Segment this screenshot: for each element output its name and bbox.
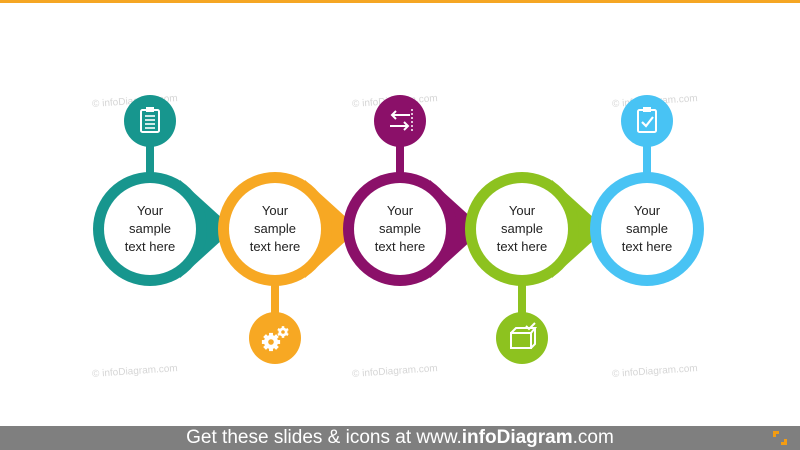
- footer-brand: infoDiagram: [461, 427, 573, 448]
- process-step: [465, 172, 606, 364]
- infodiagram-logo-icon: [773, 431, 787, 445]
- step-inner: [601, 183, 693, 275]
- step-stem: [146, 141, 154, 174]
- step-inner: [229, 183, 321, 275]
- icon-bubble: [124, 95, 176, 147]
- step-stem: [643, 141, 651, 174]
- step-text: Your sample text here: [621, 203, 673, 254]
- step-inner: [354, 183, 446, 275]
- process-step: [343, 95, 484, 286]
- footer-prefix: Get these slides & icons at www.: [186, 427, 462, 448]
- step-text: Your sample text here: [496, 203, 548, 254]
- gears-icon: [261, 326, 289, 352]
- step-text: Your sample text here: [249, 203, 301, 254]
- process-step: [93, 95, 234, 286]
- process-step: [218, 172, 359, 364]
- step-text: Your sample text here: [374, 203, 426, 254]
- step-inner: [104, 183, 196, 275]
- icon-bubble: [496, 312, 548, 364]
- step-stem: [396, 141, 404, 174]
- footer-suffix: .com: [572, 427, 614, 448]
- box-check-icon: [510, 322, 538, 349]
- step-stem: [518, 284, 526, 318]
- footer-bar: Get these slides & icons at www.infoDiag…: [0, 426, 800, 450]
- icon-bubble: [621, 95, 673, 147]
- process-step: [590, 95, 704, 286]
- clipboard-list-icon: [140, 107, 160, 133]
- top-accent-line: [0, 0, 800, 3]
- step-stem: [271, 284, 279, 318]
- icon-bubble: [374, 95, 426, 147]
- clipboard-check-icon: [637, 107, 657, 133]
- step-inner: [476, 183, 568, 275]
- step-text: Your sample text here: [124, 203, 176, 254]
- swap-arrows-icon: [390, 109, 413, 133]
